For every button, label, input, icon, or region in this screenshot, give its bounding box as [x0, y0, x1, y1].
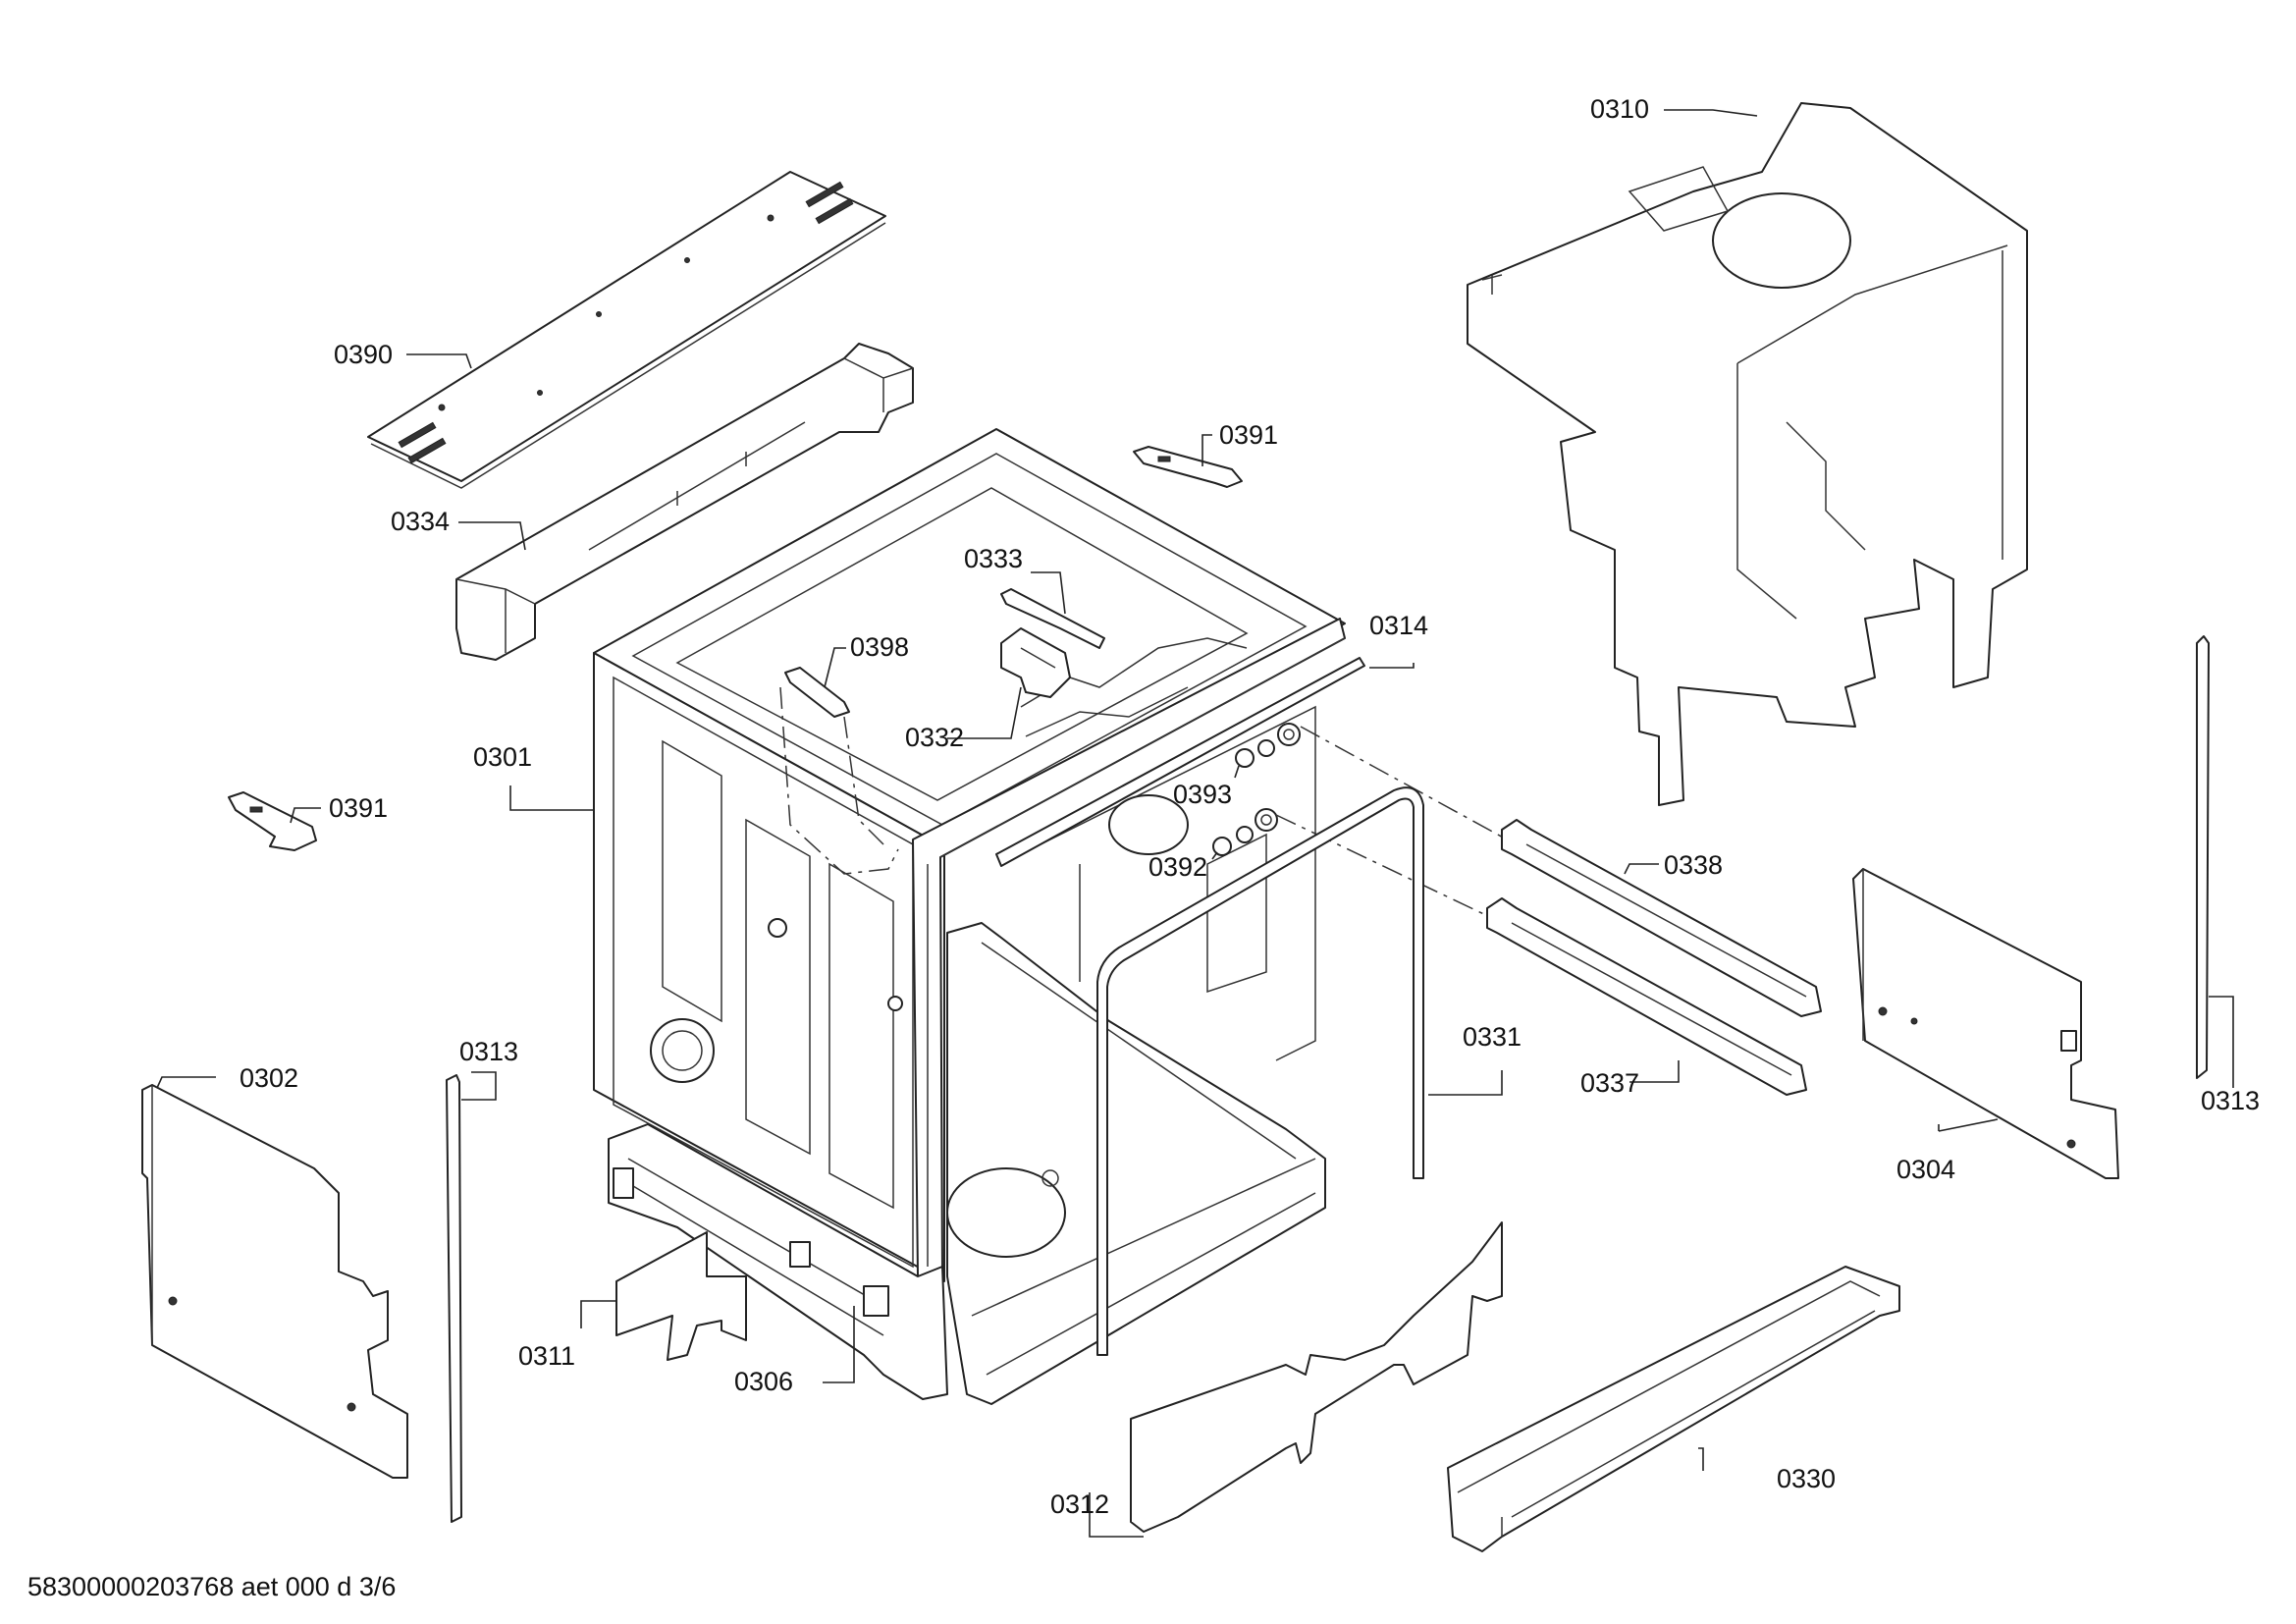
callout-0311[interactable]: 0311	[518, 1341, 575, 1371]
part-0391-clip-left[interactable]	[228, 791, 317, 851]
callout-labels: 0310 0390 0391 0334 0333 0398 0314 0332 …	[240, 94, 2260, 1519]
callout-0313-right[interactable]: 0313	[2201, 1086, 2260, 1115]
part-0390-top-plate[interactable]	[367, 171, 886, 489]
callout-0338[interactable]: 0338	[1664, 850, 1723, 880]
callout-0314[interactable]: 0314	[1369, 611, 1428, 640]
callout-0392[interactable]: 0392	[1148, 852, 1207, 882]
part-0304-back-panel[interactable]	[1852, 868, 2119, 1179]
callout-0313-left[interactable]: 0313	[459, 1037, 518, 1066]
part-0313-strip-right[interactable]	[2196, 635, 2210, 1079]
callout-0310[interactable]: 0310	[1590, 94, 1649, 124]
part-0398-handle[interactable]	[784, 667, 850, 718]
part-0331-door-seal[interactable]	[1096, 786, 1424, 1356]
part-0393-nut[interactable]	[1235, 723, 1301, 768]
callout-0306[interactable]: 0306	[734, 1367, 793, 1396]
part-0334-rear-bracket[interactable]	[455, 343, 914, 661]
callout-0334[interactable]: 0334	[391, 507, 450, 536]
part-0333-lock[interactable]	[1000, 588, 1105, 649]
document-id: 58300000203768 aet 000 d 3/6	[27, 1572, 396, 1601]
dashline-rails	[1275, 726, 1508, 919]
part-0314-front-rail[interactable]	[995, 657, 1365, 867]
callout-0301[interactable]: 0301	[473, 742, 532, 772]
part-0311-foam-block[interactable]	[615, 1231, 747, 1361]
part-0301-tub[interactable]	[593, 428, 1346, 1405]
part-0306-base-frame[interactable]	[608, 1123, 948, 1400]
part-0332-lock-body[interactable]	[1000, 627, 1071, 698]
part-0312-front-foam[interactable]	[1130, 1221, 1503, 1533]
dashline-0398	[779, 686, 899, 875]
callout-0330[interactable]: 0330	[1777, 1464, 1836, 1493]
callout-0391-upper[interactable]: 0391	[1219, 420, 1278, 450]
callout-0337[interactable]: 0337	[1580, 1068, 1639, 1098]
callout-0393[interactable]: 0393	[1173, 780, 1232, 809]
part-0302-side-panel[interactable]	[141, 1084, 408, 1479]
part-0337-rail[interactable]	[1486, 897, 1807, 1096]
callout-0333[interactable]: 0333	[964, 544, 1023, 573]
callout-0390[interactable]: 0390	[334, 340, 393, 369]
part-0330-kick-plate[interactable]	[1447, 1266, 1900, 1552]
part-0392-nut[interactable]	[1212, 808, 1278, 856]
part-0391-clip-upper[interactable]	[1133, 446, 1243, 488]
callout-0332[interactable]: 0332	[905, 723, 964, 752]
callout-0302[interactable]: 0302	[240, 1063, 298, 1093]
part-0313-strip-left[interactable]	[446, 1074, 462, 1523]
callout-0304[interactable]: 0304	[1896, 1155, 1955, 1184]
part-0338-rail[interactable]	[1501, 819, 1822, 1017]
leader-lines	[156, 109, 2234, 1538]
callout-0331[interactable]: 0331	[1463, 1022, 1522, 1052]
callout-0398[interactable]: 0398	[850, 632, 909, 662]
callout-0391-left[interactable]: 0391	[329, 793, 388, 823]
part-0310-insulation-cover[interactable]	[1467, 102, 2028, 806]
callout-0312[interactable]: 0312	[1050, 1489, 1109, 1519]
